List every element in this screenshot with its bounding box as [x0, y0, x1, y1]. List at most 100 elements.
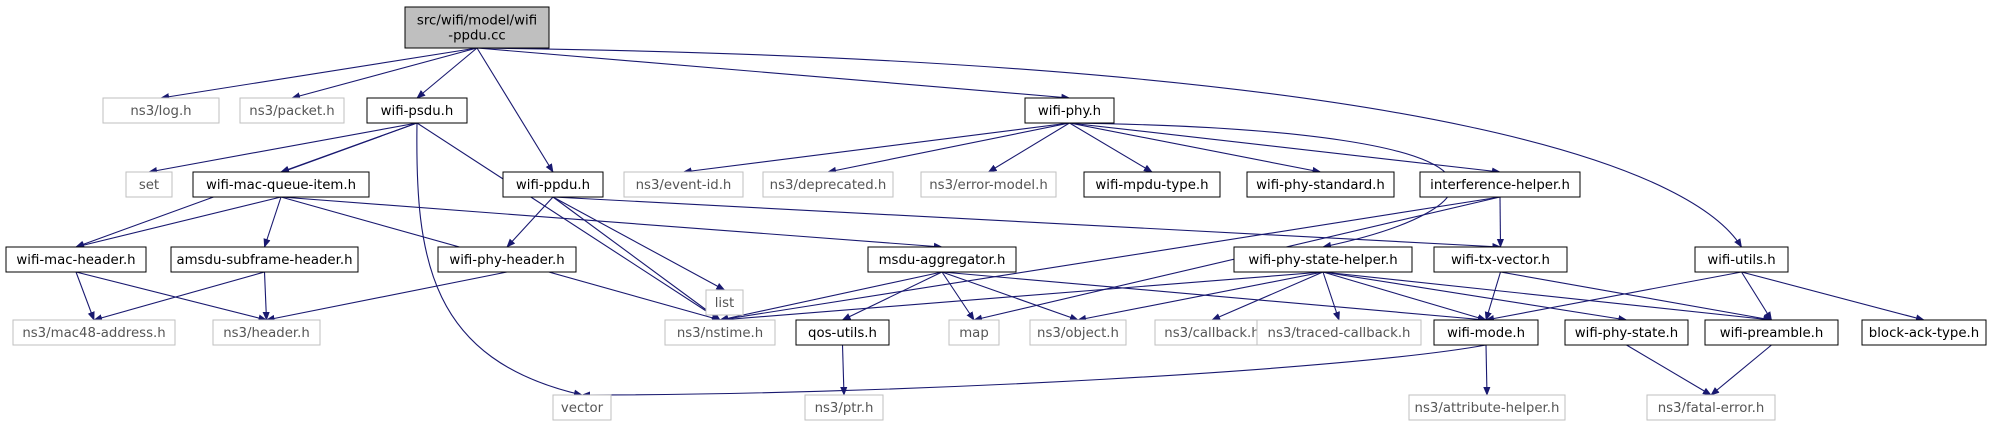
edge-msdu-aggregator-to-qos-utils	[841, 271, 943, 321]
node-wifi-mac-queue-item[interactable]: wifi-mac-queue-item.h	[192, 171, 370, 198]
node-wifi-phy-state-helper[interactable]: wifi-phy-state-helper.h	[1233, 246, 1413, 273]
edge-wifi-ppdu-to-ns3-nstime	[552, 196, 721, 321]
node-wifi-phy[interactable]: wifi-phy.h	[1024, 97, 1115, 124]
node-label: wifi-phy-state.h	[1575, 326, 1678, 341]
node-label: wifi-mac-queue-item.h	[206, 178, 356, 193]
edge-root-to-wifi-psdu	[416, 47, 478, 99]
node-label: set	[139, 178, 159, 193]
node-label: ns3/ptr.h	[815, 401, 874, 416]
edge-wifi-psdu-to-vector	[416, 122, 583, 397]
node-label: ns3/error-model.h	[929, 178, 1048, 193]
node-box	[1256, 319, 1422, 346]
node-box	[948, 319, 1000, 346]
edge-wifi-mac-queue-item-to-msdu-aggregator	[280, 196, 943, 250]
node-label: msdu-aggregator.h	[879, 253, 1006, 268]
node-box	[102, 97, 220, 124]
node-box	[1419, 171, 1581, 198]
node-box	[125, 171, 173, 198]
edge-wifi-utils-to-wifi-mode	[1485, 271, 1742, 323]
node-box	[705, 289, 744, 316]
node-label: ns3/fatal-error.h	[1658, 401, 1765, 416]
edge-wifi-psdu-to-set	[148, 122, 418, 175]
node-wifi-psdu[interactable]: wifi-psdu.h	[366, 97, 468, 124]
edge-wifi-mac-queue-item-to-amsdu-subframe-header	[263, 196, 282, 248]
node-wifi-mac-header[interactable]: wifi-mac-header.h	[5, 246, 147, 273]
edge-wifi-phy-state-helper-to-ns3-nstime	[719, 271, 1324, 323]
node-label: ns3/nstime.h	[677, 326, 763, 341]
node-label: amsdu-subframe-header.h	[177, 253, 353, 268]
edge-wifi-phy-state-helper-to-wifi-mode	[1322, 271, 1487, 322]
node-label: ns3/event-id.h	[636, 178, 732, 193]
node-block-ack-type[interactable]: block-ack-type.h	[1861, 319, 1987, 346]
node-wifi-ppdu[interactable]: wifi-ppdu.h	[502, 171, 604, 198]
edge-wifi-ppdu-to-wifi-phy-header	[506, 196, 554, 248]
node-box	[1646, 394, 1776, 421]
edge-wifi-phy-to-ns3-event-id	[682, 122, 1070, 175]
edge-wifi-mac-queue-item-to-wifi-mac-header	[75, 196, 282, 249]
node-label: list	[715, 296, 735, 311]
node-wifi-phy-state[interactable]: wifi-phy-state.h	[1564, 319, 1689, 346]
node-amsdu-subframe-header[interactable]: amsdu-subframe-header.h	[170, 246, 359, 273]
node-vector: vector	[552, 394, 612, 421]
edge-qos-utils-to-ns3-ptr	[840, 344, 848, 396]
node-label: ns3/log.h	[130, 104, 191, 119]
node-root[interactable]: src/wifi/model/wifi-ppdu.cc	[404, 6, 550, 49]
edge-wifi-phy-to-ns3-deprecated	[827, 122, 1070, 174]
node-label: ns3/attribute-helper.h	[1415, 401, 1560, 416]
node-box	[1154, 319, 1270, 346]
node-box	[762, 171, 894, 198]
edge-interference-helper-to-wifi-tx-vector	[1496, 196, 1505, 248]
node-box	[1704, 319, 1839, 346]
node-wifi-tx-vector[interactable]: wifi-tx-vector.h	[1433, 246, 1568, 273]
node-qos-utils[interactable]: qos-utils.h	[795, 319, 890, 346]
node-box	[664, 319, 776, 346]
node-wifi-phy-standard[interactable]: wifi-phy-standard.h	[1246, 171, 1395, 198]
edge-root-to-wifi-utils	[476, 47, 1742, 248]
node-box	[437, 246, 577, 273]
node-box	[1861, 319, 1987, 346]
edge-msdu-aggregator-to-map	[941, 271, 975, 321]
edge-msdu-aggregator-to-ns3-nstime	[719, 271, 943, 322]
node-wifi-mpdu-type[interactable]: wifi-mpdu-type.h	[1083, 171, 1221, 198]
node-box	[1433, 319, 1539, 346]
node-label: ns3/header.h	[223, 326, 310, 341]
header-nodes: src/wifi/model/wifi-ppdu.cc ns3/log.h ns3/…	[5, 6, 1987, 421]
node-wifi-preamble[interactable]: wifi-preamble.h	[1704, 319, 1839, 346]
node-box	[867, 246, 1017, 273]
node-box	[212, 319, 321, 346]
node-label: wifi-utils.h	[1707, 253, 1775, 268]
edge-wifi-mac-header-to-ns3-header	[75, 271, 268, 322]
node-label: wifi-psdu.h	[381, 104, 454, 119]
edge-wifi-phy-state-helper-to-ns3-object	[1077, 271, 1324, 322]
edge-msdu-aggregator-to-wifi-mode	[941, 271, 1487, 323]
edge-wifi-phy-to-ns3-error-model	[987, 122, 1070, 173]
node-box	[1083, 171, 1221, 198]
edge-root-to-ns3-log	[160, 47, 478, 101]
node-wifi-mode[interactable]: wifi-mode.h	[1433, 319, 1539, 346]
node-ns3-attribute-helper: ns3/attribute-helper.h	[1408, 394, 1566, 421]
node-box	[804, 394, 884, 421]
node-box	[920, 171, 1057, 198]
edge-root-to-wifi-phy	[476, 47, 1071, 101]
edge-wifi-utils-to-wifi-preamble	[1741, 271, 1772, 321]
edge-wifi-mode-to-vector	[581, 344, 1487, 399]
edge-amsdu-subframe-header-to-ns3-mac48-address	[93, 271, 265, 322]
node-box	[170, 246, 359, 273]
node-interference-helper[interactable]: interference-helper.h	[1419, 171, 1581, 198]
node-label: ns3/mac48-address.h	[22, 326, 165, 341]
node-label: src/wifi/model/wifi	[417, 14, 537, 29]
edge-wifi-phy-state-helper-to-wifi-phy-state	[1322, 271, 1628, 323]
edge-wifi-tx-vector-to-wifi-mode	[1484, 271, 1502, 321]
node-label: block-ack-type.h	[1869, 326, 1979, 341]
edge-wifi-phy-state-helper-to-ns3-traced-callback	[1322, 271, 1340, 321]
node-box	[1246, 171, 1395, 198]
node-wifi-utils[interactable]: wifi-utils.h	[1694, 246, 1789, 273]
node-msdu-aggregator[interactable]: msdu-aggregator.h	[867, 246, 1017, 273]
node-box	[404, 6, 550, 49]
node-label: wifi-ppdu.h	[516, 178, 590, 193]
node-ns3-callback: ns3/callback.h	[1154, 319, 1270, 346]
node-label: wifi-mac-header.h	[16, 253, 135, 268]
edge-wifi-tx-vector-to-wifi-preamble	[1500, 271, 1773, 323]
node-wifi-phy-header[interactable]: wifi-phy-header.h	[437, 246, 577, 273]
